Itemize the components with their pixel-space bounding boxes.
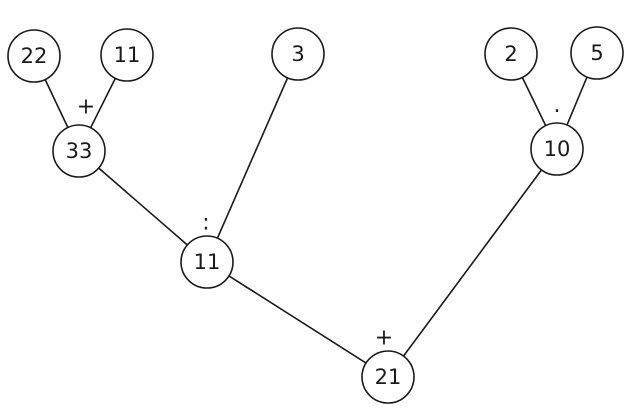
operator-plus-top: + [77,95,95,120]
node-value: 11 [114,43,141,67]
node-circle [484,27,538,81]
tree-node-33: 33 [52,124,106,178]
node-circle [7,29,61,83]
tree-node-5: 5 [570,26,624,80]
tree-node-11-middle: 11 [180,235,234,289]
node-value: 11 [194,250,221,274]
node-circle [271,27,325,81]
node-value: 10 [544,137,571,161]
edge-11-to-21 [206,261,389,378]
node-value: 21 [375,365,402,389]
node-value: 2 [504,42,517,66]
node-circle [52,124,106,178]
node-value: 22 [21,44,48,68]
node-value: 5 [590,41,603,65]
node-value: 33 [66,139,93,163]
node-circle [180,235,234,289]
operator-divide: : [202,211,209,236]
node-circle [361,350,415,404]
tree-node-3: 3 [271,27,325,81]
tree-node-10: 10 [530,122,584,176]
tree-node-22: 22 [7,29,61,83]
node-circle [100,28,154,82]
edge-33-to-11 [78,150,208,263]
operator-multiply: · [554,100,561,125]
operator-plus-bottom: + [375,326,393,351]
tree-node-11-top: 11 [100,28,154,82]
tree-node-2: 2 [484,27,538,81]
tree-node-21: 21 [361,350,415,404]
node-circle [570,26,624,80]
node-circle [530,122,584,176]
tree-operators: + · : + [77,95,561,351]
tree-edges [33,52,598,378]
edge-3-to-11 [206,53,299,263]
edge-10-to-21 [387,148,558,378]
node-value: 3 [291,42,304,66]
